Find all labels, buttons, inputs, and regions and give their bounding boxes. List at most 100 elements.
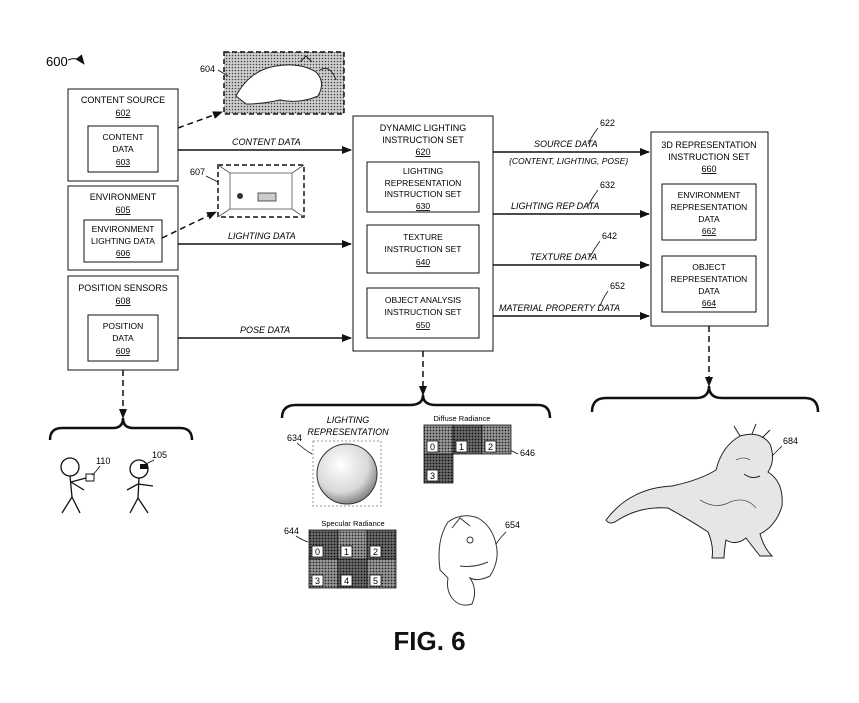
arrow-source-data-sub: {CONTENT, LIGHTING, POSE} [509, 156, 628, 166]
arrow-lighting-data: LIGHTING DATA [178, 231, 352, 248]
lighting-rep-set-label-1: LIGHTING [403, 166, 443, 176]
env-lighting-ref: 606 [116, 248, 130, 258]
obj-rep-data-ref: 664 [702, 298, 716, 308]
specular-cell-1-label: 1 [344, 547, 349, 557]
ref-634: 634 [287, 433, 302, 443]
specular-cell-0-label: 0 [315, 547, 320, 557]
specular-title: Specular Radiance [321, 519, 384, 528]
rep3d-label-2: INSTRUCTION SET [668, 152, 750, 162]
ref-684: 684 [783, 436, 798, 446]
dynamic-lighting-label-1: DYNAMIC LIGHTING [380, 123, 467, 133]
diffuse-cell-2-label: 2 [488, 442, 493, 452]
environment-ref: 605 [115, 205, 130, 215]
rep3d-ref: 660 [701, 164, 716, 174]
object-analysis-label-1: OBJECT ANALYSIS [385, 295, 462, 305]
user-figures: 110 105 [60, 450, 167, 514]
lighting-rep-label-1: LIGHTING [327, 415, 370, 425]
position-sensors-title: POSITION SENSORS [78, 283, 168, 293]
specular-cell-3-label: 3 [315, 576, 320, 586]
object-analysis-label-2: INSTRUCTION SET [385, 307, 462, 317]
arrow-source-data: SOURCE DATA {CONTENT, LIGHTING, POSE} 62… [493, 118, 650, 166]
position-data-label-2: DATA [112, 333, 134, 343]
figure-label: FIG. 6 [393, 626, 466, 656]
specular-cell-3: 3 [308, 558, 339, 589]
specular-cell-2-label: 2 [373, 547, 378, 557]
object-analysis-ref: 650 [416, 320, 430, 330]
obj-rep-data-label-2: REPRESENTATION [671, 274, 748, 284]
dynamic-lighting-label-2: INSTRUCTION SET [382, 135, 464, 145]
lighting-rep-set-ref: 630 [416, 201, 430, 211]
content-data-label-2: DATA [112, 144, 134, 154]
figure-ref-600: 600 [46, 54, 68, 69]
specular-radiance: Specular Radiance 644 0 1 2 3 4 5 [284, 519, 397, 589]
position-sensors-ref: 608 [115, 296, 130, 306]
specular-cell-5: 5 [366, 558, 397, 589]
ref-642: 642 [602, 231, 617, 241]
diffuse-title: Diffuse Radiance [434, 414, 491, 423]
lighting-rep-set-label-2: REPRESENTATION [385, 178, 462, 188]
env-lighting-label-1: ENVIRONMENT [92, 224, 155, 234]
specular-cell-1: 1 [337, 529, 368, 560]
env-rep-data-ref: 662 [702, 226, 716, 236]
figure-ref-arrow [67, 54, 85, 65]
brace-right [590, 385, 820, 413]
dinosaur-head-654: 654 [438, 515, 520, 606]
content-image-604: 604 [177, 51, 345, 129]
ref-622: 622 [600, 118, 615, 128]
dynamic-lighting-ref: 620 [415, 147, 430, 157]
obj-rep-data-label-1: OBJECT [692, 262, 726, 272]
ref-607: 607 [190, 167, 205, 177]
diffuse-cell-0-label: 0 [430, 442, 435, 452]
specular-cell-4: 4 [337, 558, 368, 589]
position-data-label-1: POSITION [103, 321, 144, 331]
arrow-lighting-rep-data: LIGHTING REP DATA 632 [493, 180, 650, 218]
ref-646: 646 [520, 448, 535, 458]
ref-632: 632 [600, 180, 615, 190]
arrow-lighting-rep-data-label: LIGHTING REP DATA [511, 201, 599, 211]
arrow-source-data-label: SOURCE DATA [534, 139, 598, 149]
ref-644: 644 [284, 526, 299, 536]
brace-left [48, 417, 194, 441]
environment-title: ENVIRONMENT [90, 192, 157, 202]
env-rep-data-label-2: REPRESENTATION [671, 202, 748, 212]
texture-set-label-1: TEXTURE [403, 232, 443, 242]
arrow-material-property-data: MATERIAL PROPERTY DATA 652 [493, 281, 650, 320]
specular-cell-4-label: 4 [344, 576, 349, 586]
brace-middle [280, 394, 552, 419]
diffuse-cell-2: 2 [481, 424, 512, 455]
specular-cell-2: 2 [366, 529, 397, 560]
environment-box: ENVIRONMENT 605 ENVIRONMENT LIGHTING DAT… [67, 185, 179, 271]
env-lighting-label-2: LIGHTING DATA [91, 236, 155, 246]
specular-cell-5-label: 5 [373, 576, 378, 586]
lighting-representation: LIGHTING REPRESENTATION 634 [287, 415, 389, 507]
diffuse-cell-3-label: 3 [430, 471, 435, 481]
position-data-ref: 609 [116, 346, 130, 356]
lighting-rep-set-label-3: INSTRUCTION SET [385, 189, 462, 199]
content-data-ref: 603 [116, 157, 130, 167]
ref-654: 654 [505, 520, 520, 530]
environment-image-607: 607 [161, 164, 305, 239]
dinosaur-684: 684 [605, 423, 798, 559]
obj-rep-data-label-3: DATA [698, 286, 720, 296]
diffuse-cell-3: 3 [423, 453, 454, 484]
texture-set-ref: 640 [416, 257, 430, 267]
texture-set-label-2: INSTRUCTION SET [385, 244, 462, 254]
env-rep-data-label-3: DATA [698, 214, 720, 224]
dynamic-lighting-box: DYNAMIC LIGHTING INSTRUCTION SET 620 LIG… [352, 115, 494, 352]
content-source-box: CONTENT SOURCE 602 CONTENT DATA 603 [67, 88, 179, 182]
arrow-content-data-label: CONTENT DATA [232, 137, 301, 147]
ref-604: 604 [200, 64, 215, 74]
ref-105: 105 [152, 450, 167, 460]
arrow-texture-data: TEXTURE DATA 642 [493, 231, 650, 269]
content-source-title: CONTENT SOURCE [81, 95, 165, 105]
ref-652: 652 [610, 281, 625, 291]
content-source-ref: 602 [115, 108, 130, 118]
arrow-material-property-label: MATERIAL PROPERTY DATA [499, 303, 620, 313]
specular-cell-0: 0 [308, 529, 339, 560]
env-rep-data-label-1: ENVIRONMENT [678, 190, 741, 200]
arrow-texture-data-label: TEXTURE DATA [530, 252, 597, 262]
position-sensors-box: POSITION SENSORS 608 POSITION DATA 609 [67, 275, 179, 371]
rep3d-label-1: 3D REPRESENTATION [661, 140, 756, 150]
